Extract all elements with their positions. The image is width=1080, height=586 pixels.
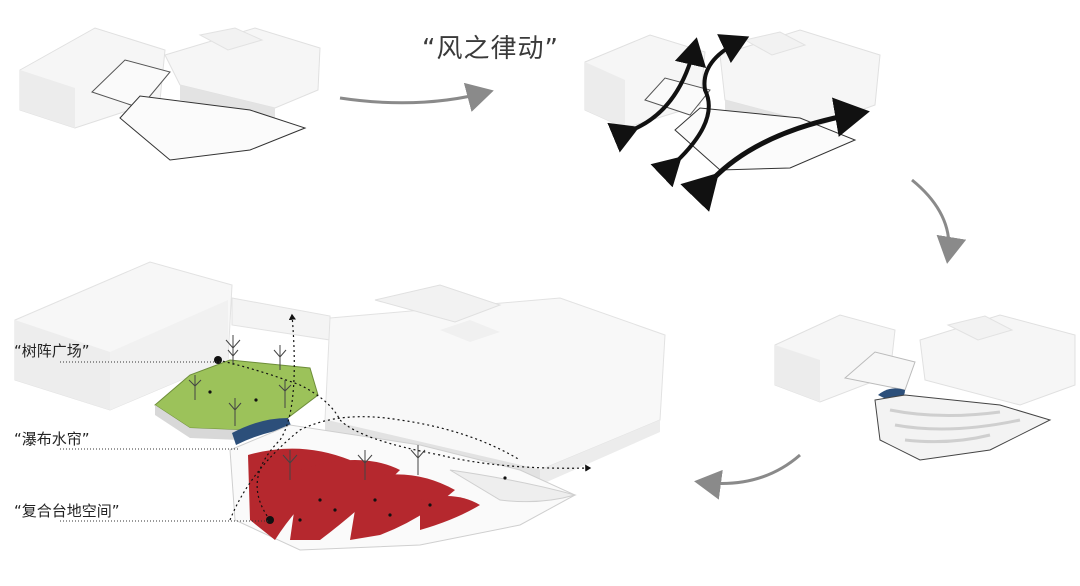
massing-step-1 <box>20 28 320 160</box>
label-tree-plaza: “树阵广场” <box>14 340 90 361</box>
flow-arrow-3 <box>700 455 800 483</box>
label-terraced-space: “复合台地空间” <box>14 500 120 521</box>
diagram-title: “风之律动” <box>422 28 559 65</box>
massing-step-3 <box>775 315 1075 460</box>
flow-arrow-1 <box>340 92 488 103</box>
label-waterfall-curtain: “瀑布水帘” <box>14 428 90 449</box>
flow-arrow-2 <box>912 180 949 258</box>
massing-step-2 <box>585 30 880 180</box>
